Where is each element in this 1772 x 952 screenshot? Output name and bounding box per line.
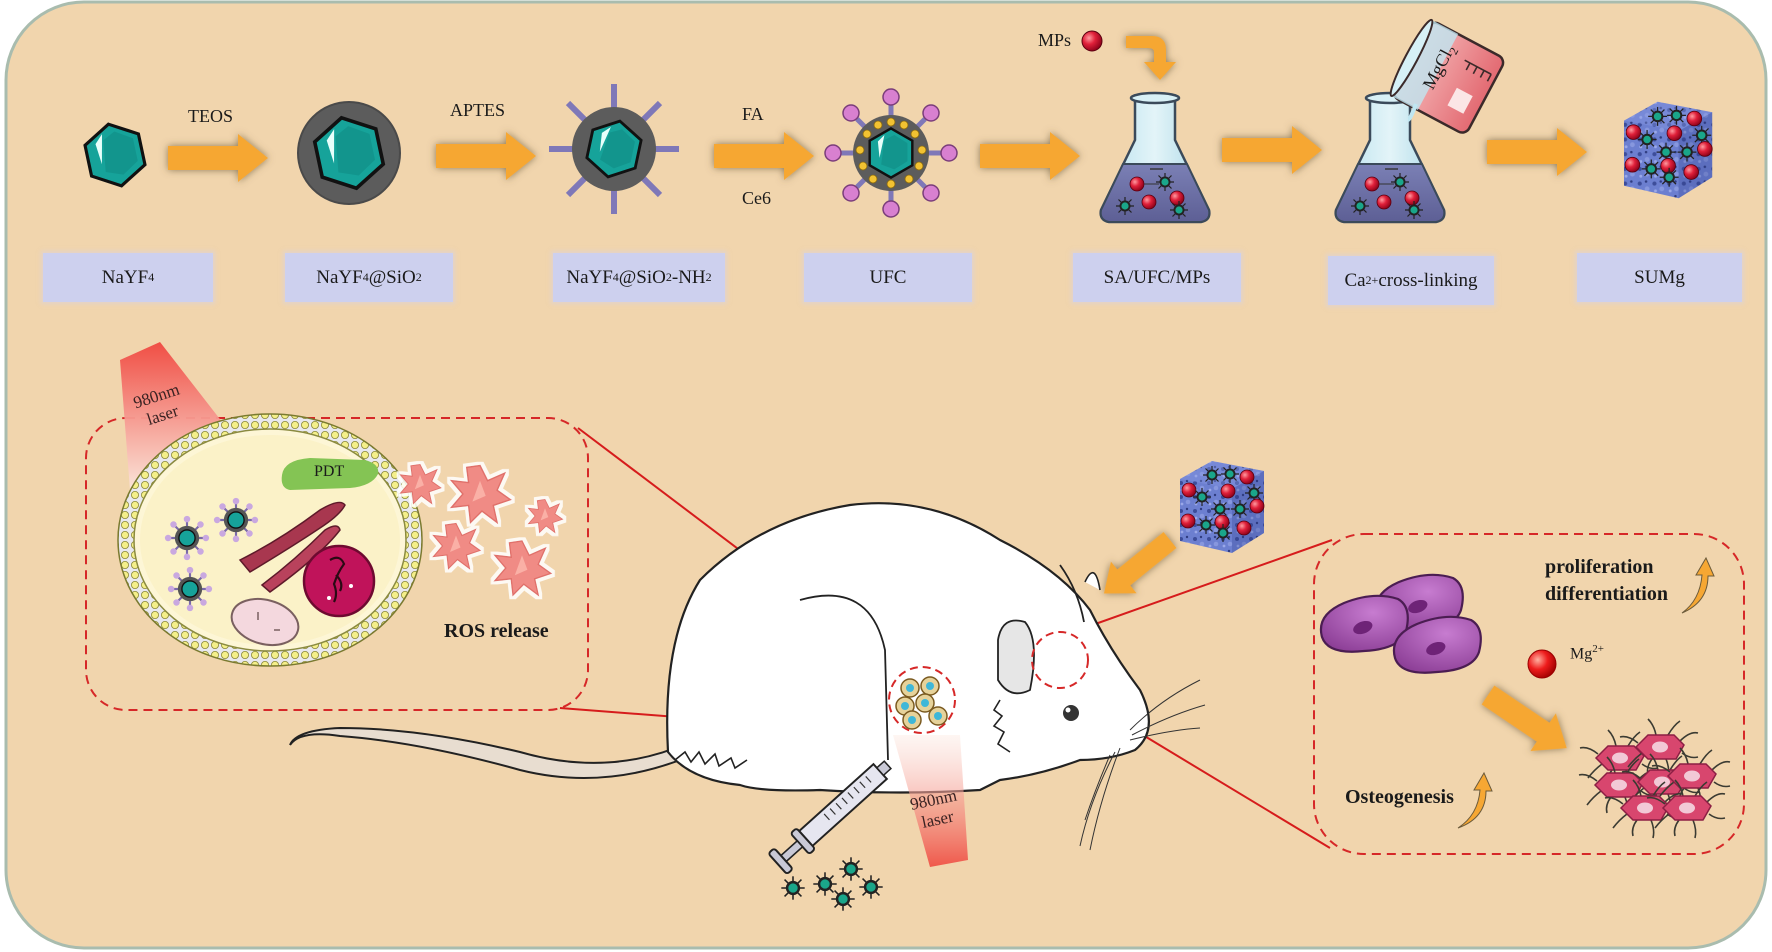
tumor-site xyxy=(888,666,956,734)
pdt-inset-box xyxy=(85,417,589,711)
laser-beam-in-vivo xyxy=(893,735,968,867)
curved-arrow-icon xyxy=(1126,36,1176,80)
reagent-mps: MPs xyxy=(1038,30,1072,50)
osteogenesis-label: Osteogenesis xyxy=(1345,786,1454,808)
rat-illustration xyxy=(289,502,1206,851)
nayf4-sio2-particle-icon xyxy=(297,101,401,205)
nucleus-icon xyxy=(302,544,376,618)
syringe-icon xyxy=(768,760,892,875)
differentiation-label: differentiation xyxy=(1545,583,1668,605)
label-sa-ufc-mps: SA/UFC/MPs xyxy=(1073,253,1241,302)
label-ufc: UFC xyxy=(804,253,972,302)
sumg-cube-implant-icon xyxy=(1180,461,1264,553)
nayf4-sio2-nh2-particle-icon xyxy=(549,84,679,214)
mgcl2-beaker-icon: MgCl2 xyxy=(1389,18,1505,134)
up-arrow-osteogenesis-icon xyxy=(1457,771,1493,829)
label-sumg: SUMg xyxy=(1577,253,1742,302)
ufc-particle-icon xyxy=(824,88,958,218)
reagent-teos: TEOS xyxy=(188,106,233,126)
rat-eye xyxy=(1063,705,1079,721)
proliferation-label: proliferation xyxy=(1545,556,1654,578)
synthesis-row: MgCl2 xyxy=(80,18,1712,222)
mg-ion-label: Mg2+ xyxy=(1570,643,1604,663)
ros-release-label: ROS release xyxy=(444,620,549,642)
golgi-icon xyxy=(238,501,346,593)
mps-bead-icon xyxy=(1081,30,1103,52)
osteogenesis-inset-box xyxy=(1313,533,1745,855)
figure-panel xyxy=(4,0,1768,950)
pdt-label: PDT xyxy=(314,463,345,480)
up-arrow-proliferation-icon xyxy=(1681,556,1715,614)
pdt-badge xyxy=(281,458,379,490)
implant-site-circle xyxy=(1031,631,1089,689)
reagent-fa: FA xyxy=(742,104,764,124)
mitochondrion-icon xyxy=(230,597,300,647)
reagent-aptes: APTES xyxy=(450,100,506,120)
tumor-cell-illustration xyxy=(117,413,423,667)
mg-ion-icon xyxy=(1527,649,1557,679)
reagent-ce6: Ce6 xyxy=(742,188,771,208)
sumg-hydrogel-cube-icon xyxy=(1624,102,1712,199)
pour-stream xyxy=(1407,103,1418,122)
